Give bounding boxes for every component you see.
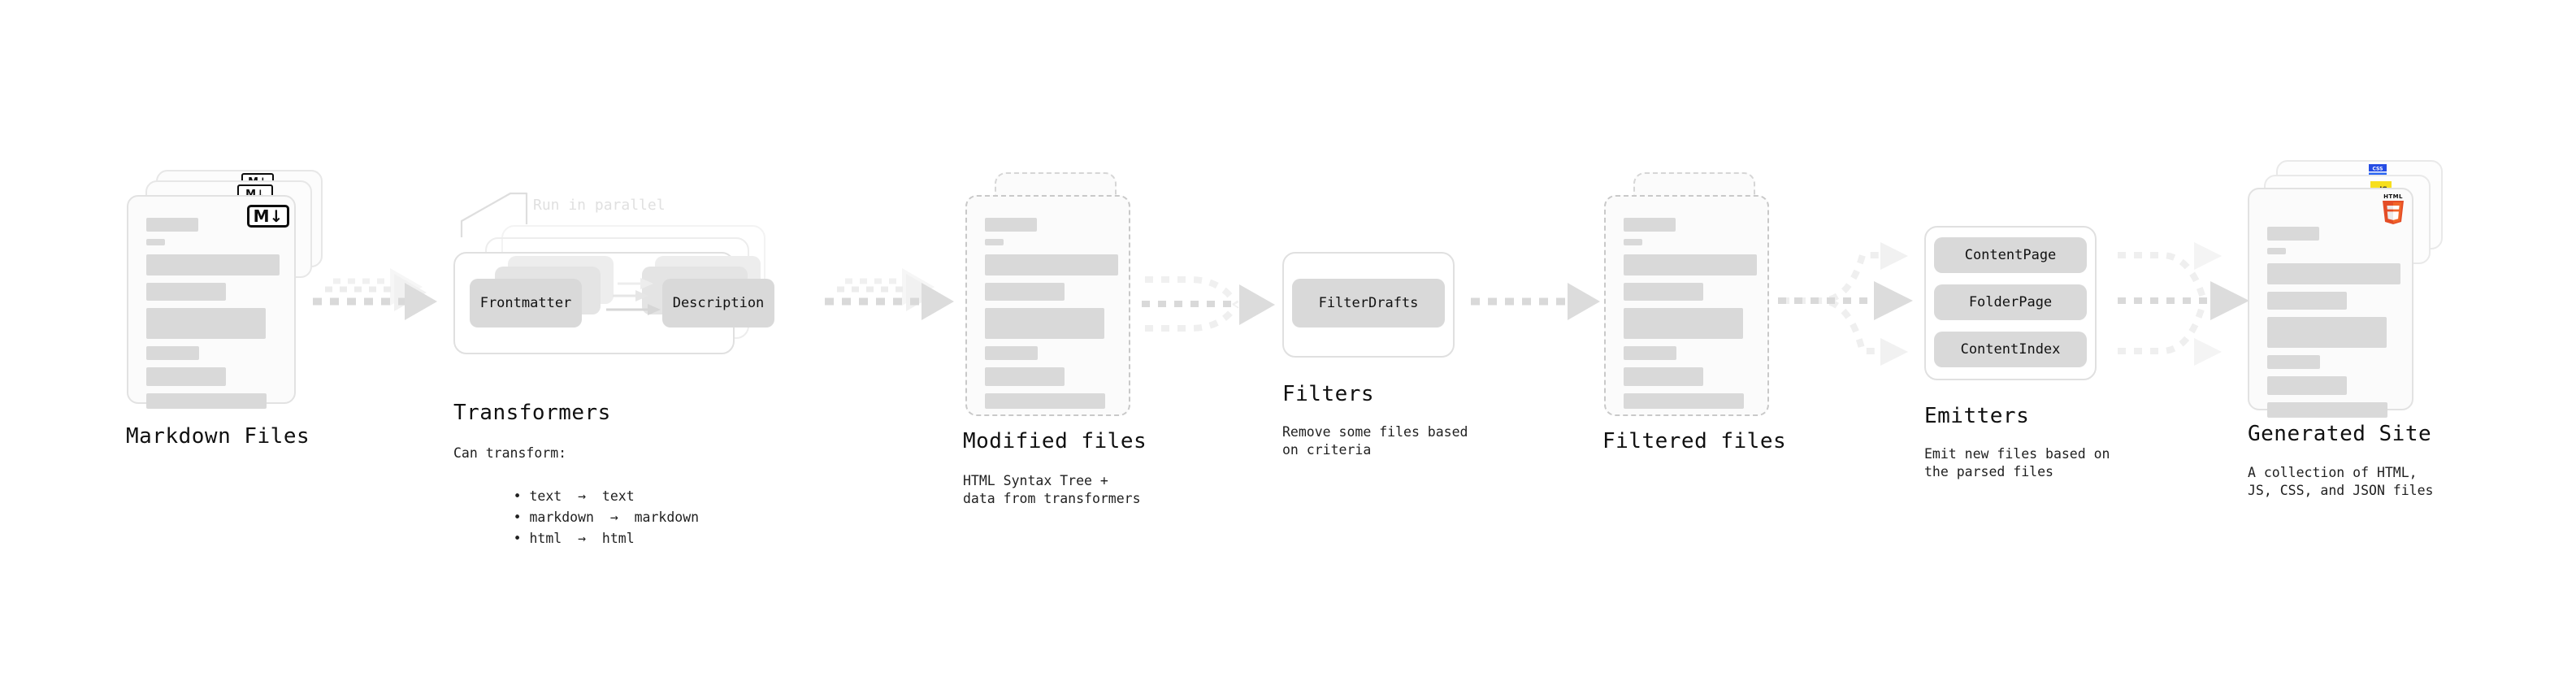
- markdown-card-content: [146, 218, 280, 416]
- stage-title-emitters: Emitters: [1924, 404, 2030, 428]
- bullet-text: text → text: [529, 488, 635, 504]
- text-line: [2267, 317, 2387, 348]
- transformers-bullet-2: • markdown → markdown: [465, 486, 700, 549]
- css3-icon: CSS: [2369, 164, 2387, 176]
- text-line: [2267, 402, 2387, 418]
- text-line: [985, 218, 1037, 232]
- filter-chip-filterdrafts[interactable]: FilterDrafts: [1292, 279, 1445, 327]
- text-line: [2267, 292, 2347, 310]
- text-line: [985, 346, 1038, 360]
- stage-title-markdown-files: Markdown Files: [126, 424, 310, 449]
- emitter-chip-contentpage[interactable]: ContentPage: [1934, 237, 2087, 273]
- text-line: [146, 239, 165, 245]
- arrow-filtered-to-emitters: [1772, 228, 1934, 377]
- transformer-chip-frontmatter[interactable]: Frontmatter: [470, 279, 582, 327]
- stage-title-filtered-files: Filtered files: [1602, 429, 1787, 453]
- filtered-card-content: [1624, 218, 1757, 416]
- text-line: [985, 367, 1065, 386]
- markdown-card-front: [127, 195, 296, 409]
- transformers-bullet-1: • text → text: [465, 465, 635, 528]
- bullet-text: markdown → markdown: [529, 510, 700, 525]
- run-in-parallel-leader: [460, 192, 528, 237]
- stage-subtitle-modified-files: HTML Syntax Tree + data from transformer…: [963, 473, 1141, 506]
- site-card-front: [2248, 188, 2413, 418]
- text-line: [985, 393, 1105, 409]
- transformer-chip-description[interactable]: Description: [662, 279, 774, 327]
- text-line: [1624, 254, 1757, 275]
- bullet-text: html → html: [529, 531, 635, 546]
- markdown-icon: M↓: [247, 205, 289, 228]
- text-line: [1624, 346, 1676, 360]
- arrow-emitters-to-site: [2113, 228, 2275, 377]
- emitter-chip-contentindex[interactable]: ContentIndex: [1934, 332, 2087, 367]
- text-line: [2267, 227, 2319, 241]
- text-line: [1624, 283, 1703, 301]
- text-line: [1624, 218, 1676, 232]
- stage-subtitle-emitters: Emit new files based on the parsed files: [1924, 446, 2110, 479]
- filtered-card-front: [1604, 195, 1769, 416]
- bullet-glyph: •: [513, 510, 530, 525]
- stage-title-generated-site: Generated Site: [2248, 422, 2432, 446]
- transformers-bullet-3: • html → html: [465, 507, 635, 570]
- text-line: [2267, 263, 2400, 284]
- text-line: [2267, 248, 2286, 254]
- text-line: [1624, 367, 1703, 386]
- text-line: [2267, 376, 2347, 395]
- modified-card-content: [985, 218, 1118, 416]
- run-in-parallel-label: Run in parallel: [533, 197, 666, 214]
- text-line: [985, 308, 1104, 339]
- modified-card-front: [965, 195, 1130, 416]
- stage-subtitle-filters: Remove some files based on criteria: [1282, 424, 1468, 458]
- text-line: [146, 367, 226, 386]
- arrow-transformers-to-modified: [821, 268, 959, 336]
- stage-subtitle-transformers: Can transform:: [453, 445, 567, 461]
- text-line: [1624, 393, 1744, 409]
- arrow-md-to-transformers: [309, 268, 439, 336]
- text-line: [985, 239, 1004, 245]
- stage-title-filters: Filters: [1282, 382, 1375, 406]
- bullet-glyph: •: [513, 531, 530, 546]
- site-card-content: [2267, 210, 2400, 425]
- text-line: [146, 308, 266, 339]
- markdown-icon-glyph: M↓: [247, 205, 289, 228]
- text-line: [1624, 308, 1743, 339]
- stage-title-transformers: Transformers: [453, 401, 611, 425]
- text-line: [146, 346, 199, 360]
- html5-icon: HTML: [2383, 193, 2404, 224]
- arrow-filters-to-filtered: [1467, 268, 1605, 336]
- text-line: [146, 393, 267, 409]
- text-line: [1624, 239, 1642, 245]
- text-line: [146, 283, 226, 301]
- emitter-chip-folderpage[interactable]: FolderPage: [1934, 284, 2087, 320]
- text-line: [2267, 355, 2320, 369]
- stage-title-modified-files: Modified files: [963, 429, 1147, 453]
- svg-text:CSS: CSS: [2373, 167, 2383, 172]
- stage-subtitle-generated-site: A collection of HTML, JS, CSS, and JSON …: [2248, 465, 2434, 498]
- text-line: [146, 218, 198, 232]
- transformer-inner-arrows: [606, 278, 661, 315]
- arrow-modified-to-filters: [1134, 260, 1288, 357]
- bullet-glyph: •: [513, 488, 530, 504]
- text-line: [985, 283, 1065, 301]
- svg-text:HTML: HTML: [2383, 193, 2403, 200]
- text-line: [146, 254, 280, 275]
- text-line: [985, 254, 1118, 275]
